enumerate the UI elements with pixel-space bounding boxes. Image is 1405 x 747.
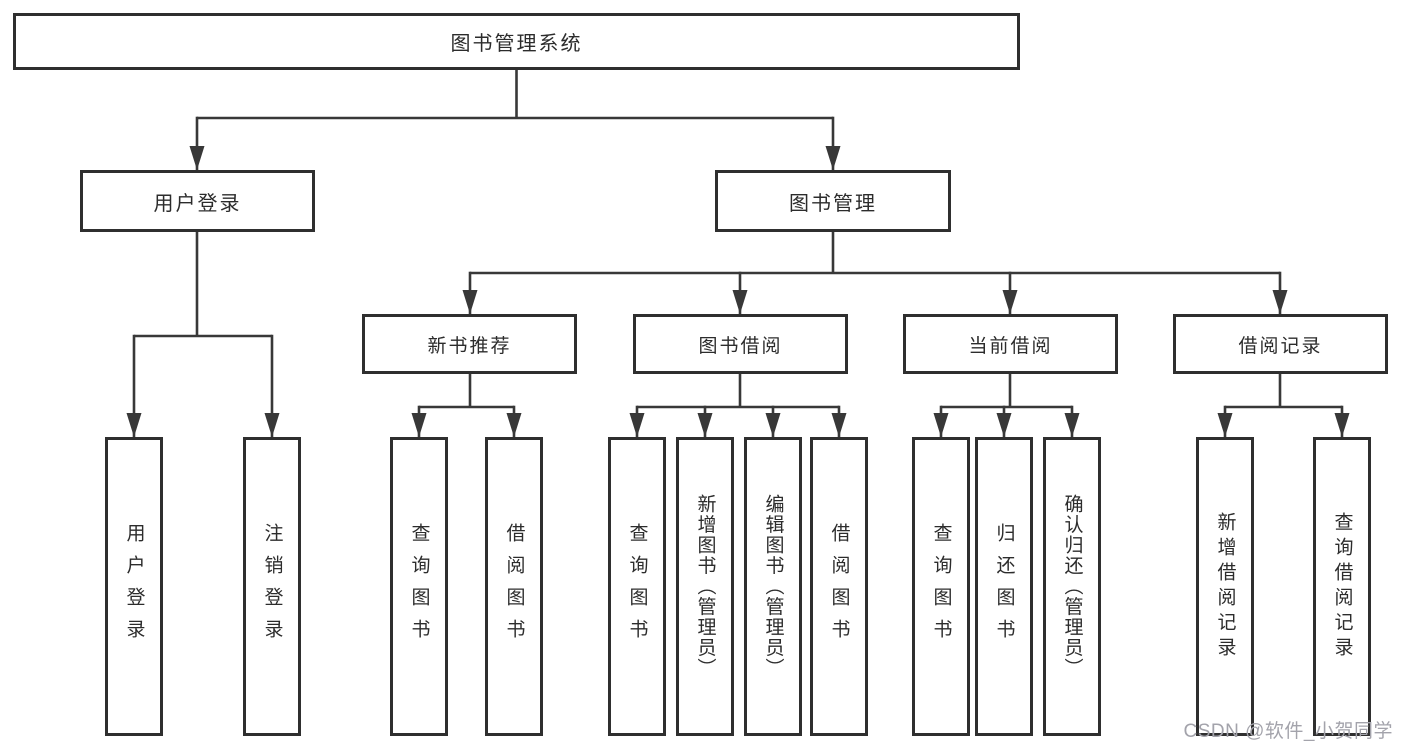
node-root-label: 图书管理系统: [450, 33, 583, 55]
csdn-watermark: CSDN @软件_小贺同学: [1183, 721, 1393, 742]
node-label: 图书管理: [789, 192, 877, 215]
leaf-label: 确认归还（管理员）: [1061, 494, 1083, 679]
leaf-label: 查询图书: [626, 522, 648, 651]
leaf-add-book-admin: 新增图书（管理员）: [676, 437, 734, 736]
leaf-query-books-borrowing: 查询图书: [608, 437, 666, 736]
leaf-edit-book-admin: 编辑图书（管理员）: [744, 437, 802, 736]
node-new-book-recommend: 新书推荐: [362, 314, 577, 374]
leaf-confirm-return-admin: 确认归还（管理员）: [1043, 437, 1101, 736]
leaf-logout: 注销登录: [243, 437, 301, 736]
leaf-label: 新增图书（管理员）: [694, 494, 716, 679]
node-label: 用户登录: [153, 192, 242, 215]
leaf-label: 归还图书: [993, 522, 1015, 651]
leaf-label: 编辑图书（管理员）: [762, 494, 784, 679]
node-borrowing-records: 借阅记录: [1173, 314, 1388, 374]
leaf-borrow-books: 借阅图书: [810, 437, 868, 736]
leaf-user-login: 用户登录: [105, 437, 163, 736]
leaf-query-books-recommend: 查询图书: [390, 437, 448, 736]
leaf-label: 查询图书: [930, 522, 952, 651]
leaf-label: 借阅图书: [828, 522, 850, 651]
leaf-borrow-books-recommend: 借阅图书: [485, 437, 543, 736]
node-label: 当前借阅: [968, 335, 1053, 357]
leaf-label: 查询图书: [408, 522, 430, 651]
leaf-query-books-current: 查询图书: [912, 437, 970, 736]
node-user-login-branch: 用户登录: [80, 170, 315, 232]
leaf-label: 用户登录: [123, 522, 145, 651]
leaf-return-books: 归还图书: [975, 437, 1033, 736]
leaf-query-borrow-record: 查询借阅记录: [1313, 437, 1371, 736]
leaf-label: 注销登录: [261, 522, 283, 651]
node-book-management-branch: 图书管理: [715, 170, 951, 232]
leaf-label: 新增借阅记录: [1214, 511, 1236, 662]
node-current-borrowing: 当前借阅: [903, 314, 1118, 374]
node-root-system: 图书管理系统: [13, 13, 1020, 70]
leaf-label: 借阅图书: [503, 522, 525, 651]
node-book-borrowing: 图书借阅: [633, 314, 848, 374]
leaf-label: 查询借阅记录: [1331, 511, 1353, 662]
node-label: 图书借阅: [698, 335, 783, 357]
leaf-add-borrow-record: 新增借阅记录: [1196, 437, 1254, 736]
node-label: 借阅记录: [1238, 335, 1323, 357]
node-label: 新书推荐: [427, 335, 512, 357]
